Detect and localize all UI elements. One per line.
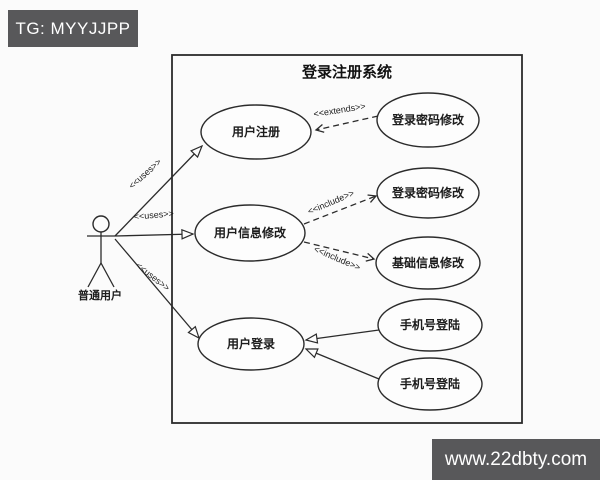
generalization-phone-login-1-line: [304, 329, 380, 344]
telegram-badge-label: TG: MYYJJPP: [15, 18, 131, 38]
watermark: www.22dbty.com: [432, 439, 600, 480]
usecase-phone-login-1: 手机号登陆: [377, 298, 483, 352]
include-top-label: <<include>>: [306, 188, 356, 217]
usecase-password-change-1-label: 登录密码修改: [391, 112, 465, 127]
usecase-phone-login-2-label: 手机号登陆: [400, 376, 460, 391]
usecase-register-label: 用户注册: [231, 124, 280, 139]
usecase-basic-info-change-ellipse: [375, 236, 481, 290]
system-boundary: [171, 54, 523, 424]
usecase-password-change-2: 登录密码修改: [376, 167, 480, 219]
extends-label: <<extends>>: [313, 101, 366, 119]
usecase-phone-login-2: 手机号登陆: [377, 357, 483, 411]
uses-bottom-label: <<uses>>: [134, 260, 172, 293]
usecase-modify-info: 用户信息修改: [194, 204, 306, 262]
usecase-password-change-1: 登录密码修改: [376, 92, 480, 148]
association-uses-top-line: [114, 144, 204, 237]
actor-head: [92, 215, 110, 233]
usecase-phone-login-1-label: 手机号登陆: [400, 317, 460, 332]
watermark-label: www.22dbty.com: [444, 448, 588, 470]
telegram-badge: TG: MYYJJPP: [8, 10, 138, 47]
usecase-password-change-2-label: 登录密码修改: [391, 185, 465, 200]
usecase-phone-login-1-ellipse: [377, 298, 483, 352]
usecase-password-change-1-ellipse: [376, 92, 480, 148]
include-bottom-label: <<include>>: [312, 244, 362, 273]
actor-leg-right: [100, 262, 115, 288]
usecase-register: 用户注册: [200, 104, 312, 160]
association-uses-middle-line: [114, 228, 195, 240]
actor-figure: 普通用户: [78, 215, 122, 302]
actor-leg-left: [87, 262, 102, 288]
actor-label: 普通用户: [78, 288, 122, 302]
usecase-basic-info-change-label: 基础信息修改: [391, 255, 465, 270]
generalization-phone-login-2-line: [304, 348, 380, 380]
system-title: 登录注册系统: [301, 63, 392, 81]
association-uses-bottom-line: [114, 238, 201, 340]
uses-top-label: <<uses>>: [127, 157, 163, 191]
usecase-login-ellipse: [197, 317, 305, 371]
usecase-password-change-2-ellipse: [376, 167, 480, 219]
usecase-basic-info-change: 基础信息修改: [375, 236, 481, 290]
usecase-modify-info-ellipse: [194, 204, 306, 262]
include-bottom-arrow-line: [303, 241, 376, 262]
usecase-login: 用户登录: [197, 317, 305, 371]
usecase-phone-login-2-ellipse: [377, 357, 483, 411]
extends-arrow-line: [314, 115, 379, 133]
uses-middle-label: <<uses>>: [133, 208, 174, 221]
usecase-register-ellipse: [200, 104, 312, 160]
usecase-login-label: 用户登录: [226, 336, 275, 351]
include-top-arrow-line: [303, 194, 378, 225]
usecase-modify-info-label: 用户信息修改: [213, 225, 287, 240]
